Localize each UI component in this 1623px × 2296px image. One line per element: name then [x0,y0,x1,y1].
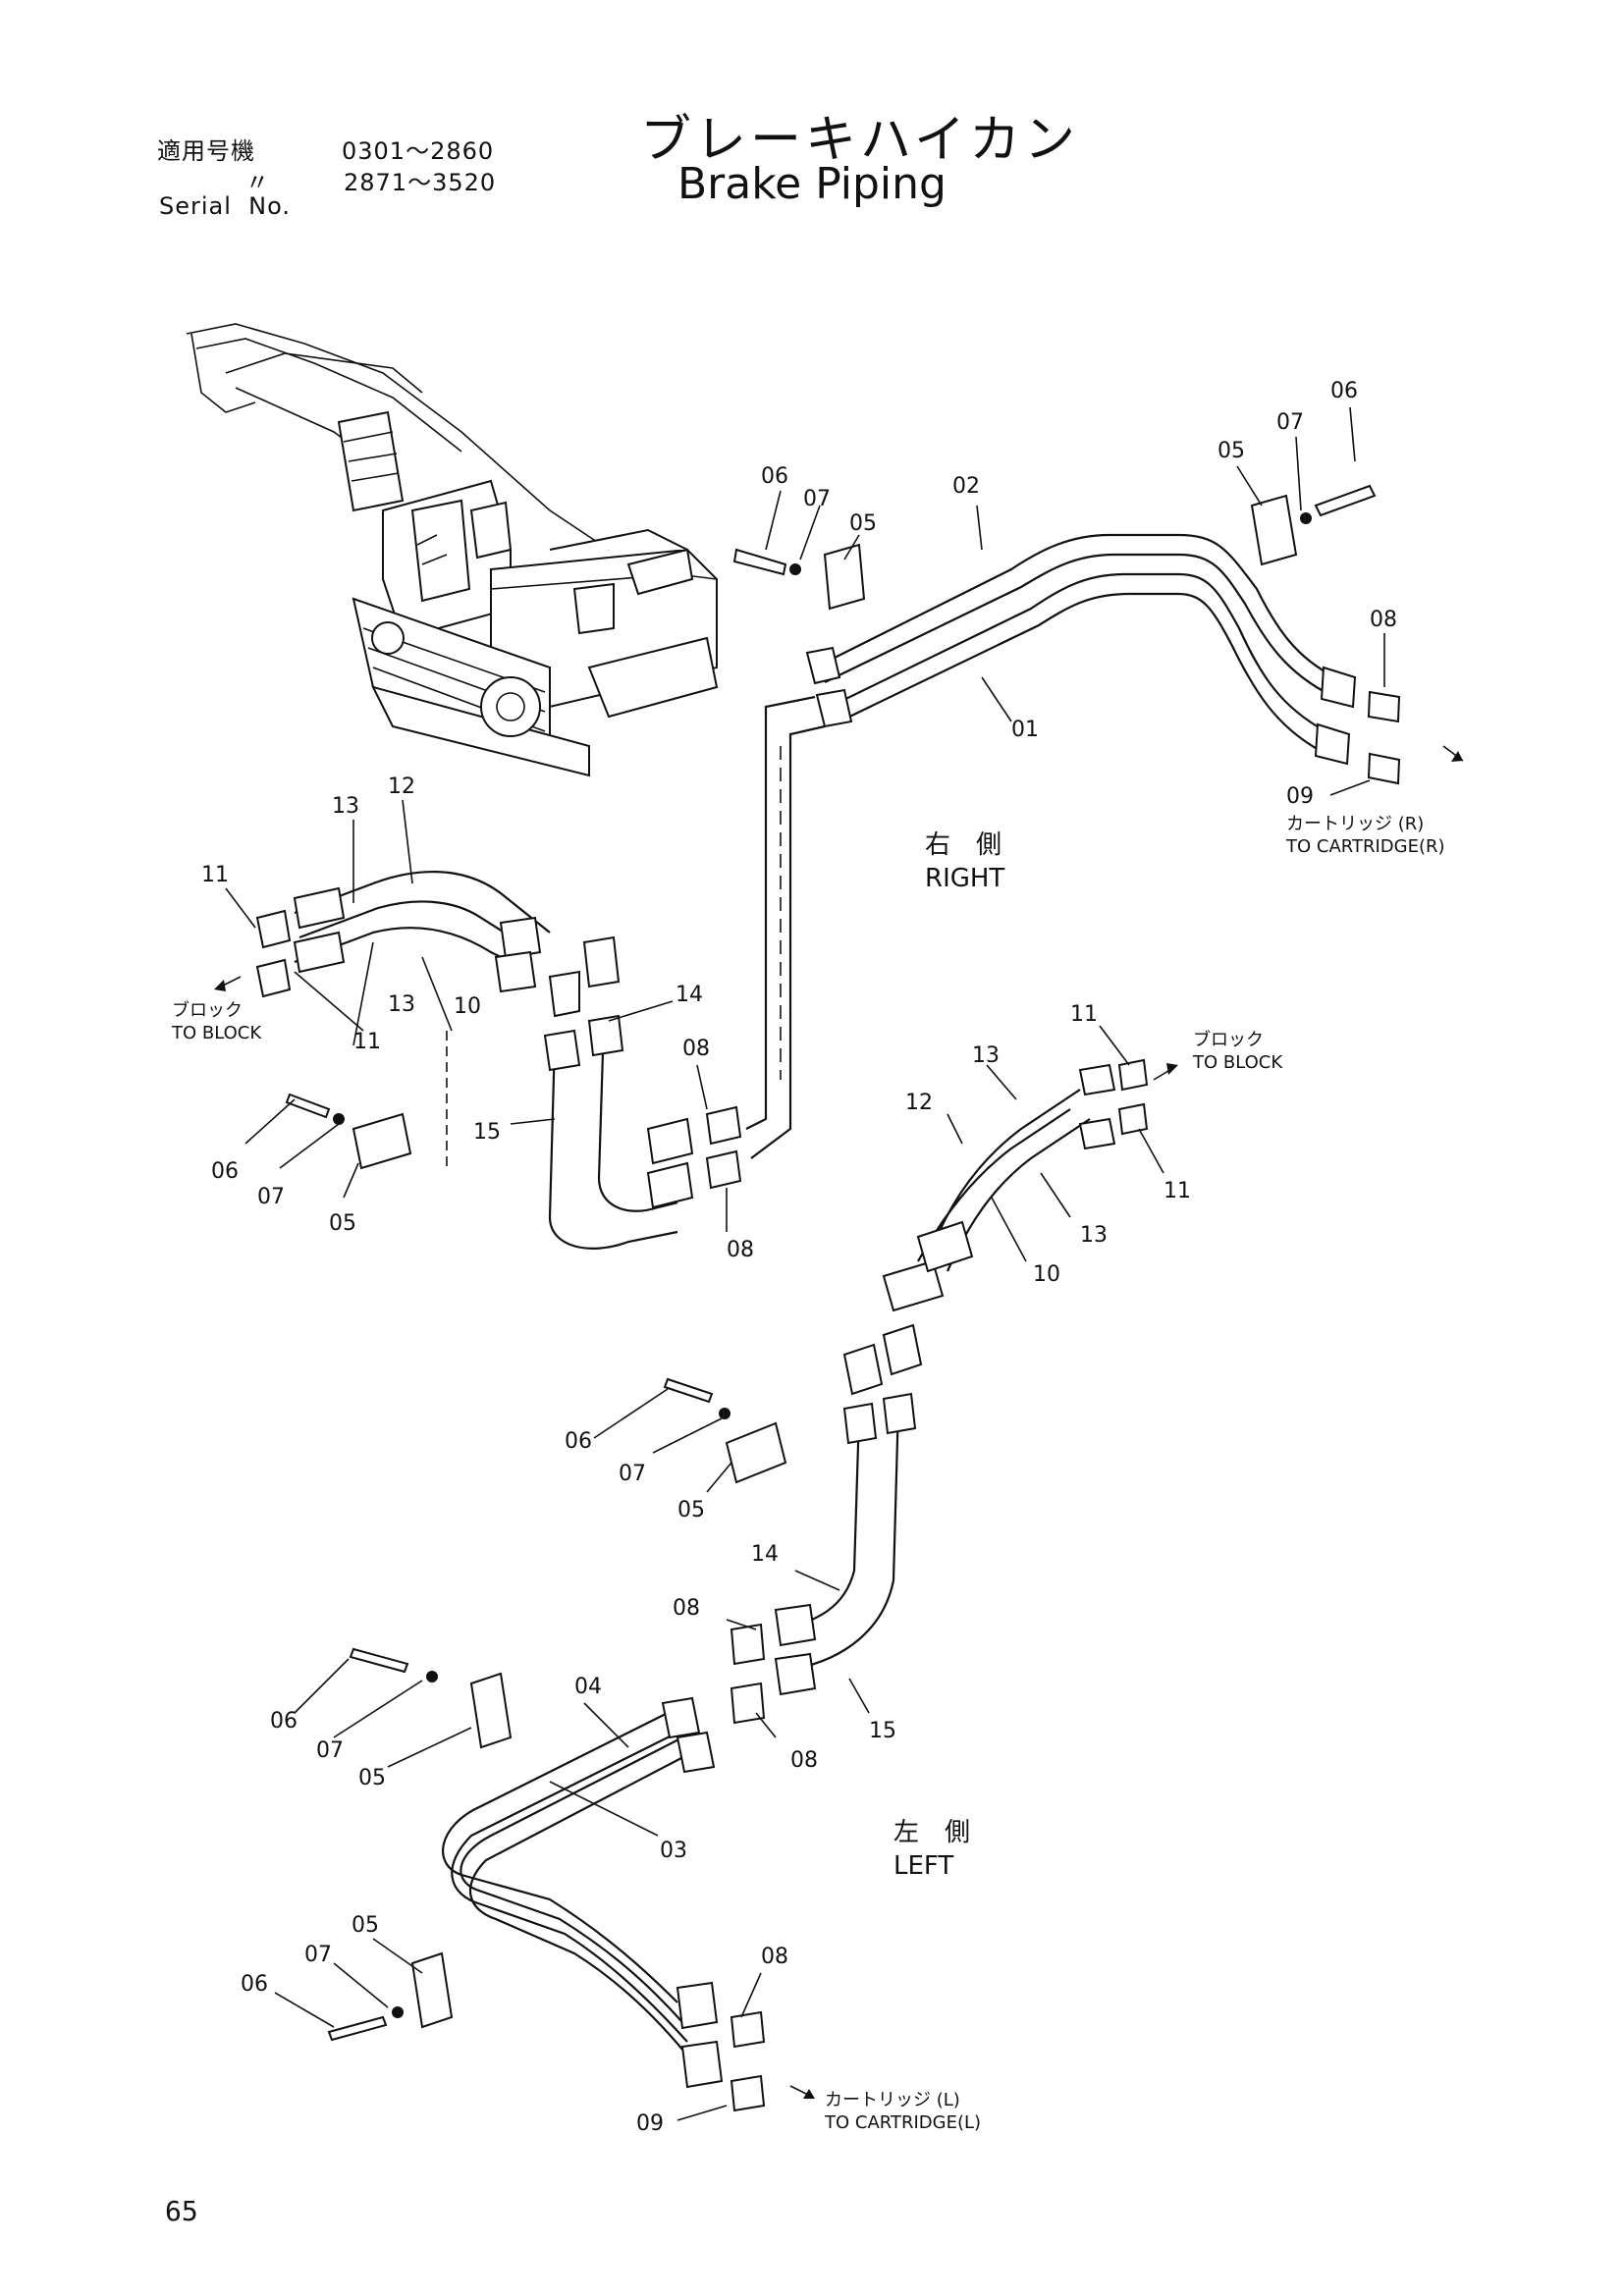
callout-06-right-top: 06 [1330,379,1358,403]
left-side-label-en: LEFT [893,1851,954,1881]
callout-05-bottom-left: 05 [352,1913,379,1938]
callout-05-lower-left: 05 [358,1766,386,1790]
callout-09-right: 09 [1286,784,1314,809]
dest-block-left-en: TO BLOCK [171,1023,262,1043]
callout-08-upper-a: 08 [682,1037,710,1061]
callout-05-right-top: 05 [1217,439,1245,463]
callout-labels: 06 07 05 02 01 08 09 06 07 05 13 12 11 1… [201,379,1397,2136]
callout-07-right-top: 07 [1276,410,1304,435]
right-side-label-en: RIGHT [925,864,1005,893]
dest-block-left-jp: ブロック [172,999,243,1021]
title-jp: ブレーキハイカン [640,111,1079,170]
callout-06-upper-left-clamp: 06 [211,1159,239,1184]
callout-06-lower-left: 06 [270,1709,298,1734]
callout-10-lower-right: 10 [1033,1262,1060,1287]
left-main-pipes [441,1696,766,2112]
dest-cartridge-l-jp: カートリッジ (L) [825,2090,960,2110]
dest-cartridge-r-en: TO CARTRIDGE(R) [1285,836,1445,857]
callout-06-top-mid: 06 [761,464,788,489]
callout-02: 02 [952,474,980,499]
left-side-label-jp: 左 側 [893,1818,971,1847]
ditto-mark: 〃 [245,169,270,196]
callout-07-bottom-left: 07 [304,1943,332,1967]
upper-left-clamp [285,1093,412,1170]
callout-15-upper: 15 [473,1120,501,1145]
callout-04: 04 [574,1675,602,1699]
callout-11-lower-right-b: 11 [1163,1179,1191,1203]
serial-label-en: Serial No. [159,192,292,220]
callout-07-middle-left: 07 [619,1462,646,1486]
callout-14-upper: 14 [676,983,703,1007]
callout-05-upper-left-clamp: 05 [329,1211,356,1236]
callout-09-bottom: 09 [636,2111,664,2136]
serial-range-1: 0301～2860 [342,137,495,165]
right-main-pipes [805,533,1401,785]
serial-label-jp: 適用号機 [157,137,255,165]
right-side-label-jp: 右 側 [925,830,1002,860]
lower-right-hose-assembly [730,1058,1149,1725]
callout-06-middle-left: 06 [565,1429,592,1454]
right-vertical-pipes [745,695,826,1159]
callout-13-upper-left: 13 [332,794,359,819]
page-number: 65 [165,2195,198,2227]
callout-08-upper-b: 08 [727,1238,754,1262]
callout-08-right: 08 [1370,608,1397,632]
upper-left-hose-assembly [255,871,742,1250]
callout-12-upper-left: 12 [388,774,415,799]
callout-12-lower-right: 12 [905,1091,933,1115]
callout-15-lower: 15 [869,1719,896,1743]
callout-03: 03 [660,1839,687,1863]
callout-13-lower-right: 13 [972,1043,1000,1068]
callout-11-upper-left-b: 11 [353,1030,381,1054]
excavator-illustration [186,323,719,777]
callout-05-middle-left: 05 [677,1498,705,1522]
dest-block-right-jp: ブロック [1193,1029,1264,1050]
right-clamp-top [732,484,1377,611]
callout-01: 01 [1011,718,1039,742]
callout-13-lower-right-b: 13 [1080,1223,1108,1248]
middle-left-clamp [663,1377,787,1484]
callout-13-upper-left-b: 13 [388,992,415,1017]
destination-arrows [214,745,1464,2099]
callout-08-lower-b: 08 [790,1748,818,1773]
callout-10-upper-left: 10 [454,994,481,1019]
callout-07-lower-left: 07 [316,1738,344,1763]
dest-cartridge-r-jp: カートリッジ (R) [1286,814,1424,834]
lower-left-clamps [327,1647,513,2042]
leader-lines [225,406,1385,2121]
callout-08-lower-a: 08 [673,1596,700,1621]
callout-11-upper-left-a: 11 [201,863,229,887]
callout-05-top-mid: 05 [849,511,877,536]
dest-cartridge-l-en: TO CARTRIDGE(L) [824,2112,981,2133]
callout-08-bottom: 08 [761,1945,788,1969]
callout-07-top-mid: 07 [803,487,831,511]
title-en: Brake Piping [677,159,947,209]
callout-06-bottom-left: 06 [241,1972,268,1997]
callout-07-upper-left-clamp: 07 [257,1185,285,1209]
destination-labels: カートリッジ (R) TO CARTRIDGE(R) ブロック TO BLOCK… [171,814,1445,2133]
callout-11-lower-right-a: 11 [1070,1002,1098,1027]
dest-block-right-en: TO BLOCK [1192,1052,1283,1073]
serial-range-2: 2871～3520 [344,169,497,196]
callout-14-lower: 14 [751,1542,779,1567]
